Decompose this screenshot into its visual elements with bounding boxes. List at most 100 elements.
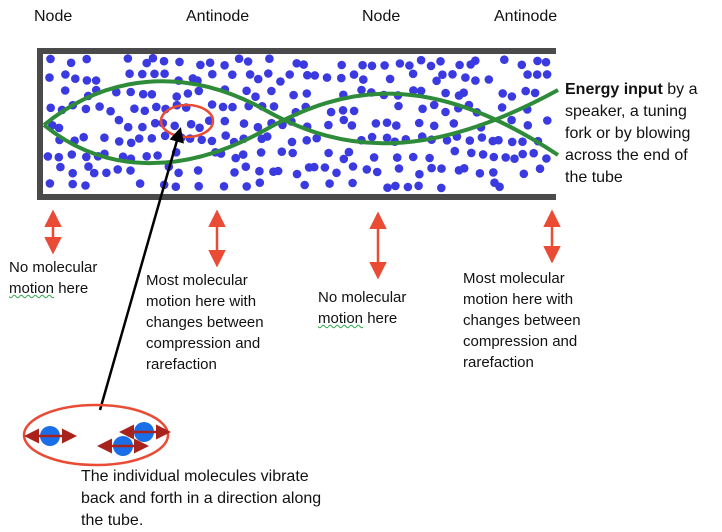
molecule-dot: [292, 59, 302, 68]
molecule-dot: [383, 183, 392, 192]
molecule-dot: [477, 133, 487, 142]
molecule-dot: [174, 168, 183, 178]
molecule-dot: [126, 166, 135, 175]
molecule-dot: [497, 103, 507, 112]
molecule-dot: [228, 70, 237, 79]
molecule-dot: [310, 71, 320, 80]
molecule-dot: [302, 136, 312, 145]
molecule-dot: [372, 167, 382, 177]
molecule-dot: [409, 86, 418, 95]
molecule-dot: [170, 121, 179, 131]
molecule-dot: [382, 133, 392, 143]
node-annotation-left-rest: here: [54, 280, 89, 297]
molecule-dot: [125, 69, 134, 78]
node-annotation-right: No molecular motion here: [318, 287, 406, 329]
molecule-dot: [414, 181, 423, 191]
molecule-dot: [432, 76, 441, 86]
molecule-dot: [349, 70, 359, 79]
molecule-dot: [325, 179, 334, 188]
molecule-dot: [519, 169, 529, 179]
molecule-dot: [465, 136, 475, 145]
caption-line3: the tube.: [81, 512, 144, 529]
molecule-dot: [521, 86, 530, 96]
molecule-dot: [507, 137, 517, 147]
molecule-dot: [114, 115, 124, 125]
molecule-dot: [219, 182, 229, 191]
molecule-dot: [228, 102, 237, 112]
molecule-dot: [309, 162, 319, 172]
molecule-dot: [67, 150, 77, 159]
molecule-dot: [46, 54, 55, 64]
molecule-dot: [429, 121, 439, 131]
molecule-dot: [45, 179, 55, 188]
molecule-dot: [437, 164, 446, 173]
antinode-left-line5: rarefaction: [146, 356, 217, 373]
molecule-dot: [194, 86, 204, 96]
node-annotation-left: No molecular motion here: [9, 257, 97, 299]
antinode-annotation-right: Most molecular motion here with changes …: [463, 268, 581, 373]
antinode-left-line1: Most molecular: [146, 272, 248, 289]
node-annotation-left-line1: No molecular: [9, 259, 98, 276]
molecule-dot: [357, 85, 366, 95]
molecule-dot: [68, 168, 77, 178]
molecule-dot: [267, 86, 276, 96]
molecule-dot: [79, 132, 88, 142]
molecule-dot: [195, 123, 204, 133]
molecule-dot: [471, 76, 480, 85]
node-label-left: Node: [34, 8, 73, 25]
molecule-dot: [220, 61, 229, 70]
molecule-dot: [130, 104, 139, 113]
molecule-dot: [147, 90, 157, 99]
molecule-dot: [449, 119, 459, 128]
molecule-dot: [253, 122, 263, 132]
molecule-dot: [253, 74, 263, 84]
molecule-dot: [66, 58, 76, 68]
molecule-dot: [147, 134, 157, 143]
molecule-dot: [510, 154, 519, 163]
molecule-dot: [349, 106, 359, 116]
molecule-dot: [385, 74, 395, 84]
molecule-dot: [150, 69, 159, 79]
antinode-right-line2: motion here with: [463, 291, 574, 308]
antinode-left-line3: changes between: [146, 314, 264, 331]
molecule-dot: [255, 178, 265, 187]
molecule-dot: [339, 115, 349, 125]
antinode-left-line2: motion here with: [146, 293, 257, 310]
molecule-dot: [532, 70, 542, 79]
molecule-dot: [380, 61, 389, 70]
molecule-dot: [394, 164, 404, 173]
molecule-dot: [414, 118, 424, 128]
node-annotation-right-line1: No molecular: [318, 289, 407, 306]
molecule-dot: [285, 70, 295, 79]
antinode-right-line5: rarefaction: [463, 354, 534, 371]
molecule-dot: [183, 89, 193, 98]
molecule-dot: [84, 162, 93, 171]
molecule-dot: [518, 149, 527, 159]
molecule-dot: [362, 165, 372, 174]
molecule-dot: [106, 106, 115, 116]
molecule-dot: [204, 116, 214, 125]
molecule-dot: [371, 119, 381, 128]
molecule-dot: [175, 57, 184, 67]
molecule-dot: [81, 104, 91, 114]
molecule-dot: [347, 121, 357, 130]
molecule-dot: [320, 163, 330, 172]
molecule-dot: [287, 137, 297, 147]
molecule-dot: [326, 107, 336, 117]
molecule-dot: [533, 56, 542, 66]
molecule-dot: [256, 148, 266, 157]
molecule-dot: [138, 69, 147, 79]
molecule-dot: [68, 179, 77, 189]
molecule-dot: [438, 70, 447, 79]
molecule-dot: [299, 60, 309, 69]
antinode-label-right: Antinode: [494, 8, 558, 25]
molecule-dot: [114, 137, 124, 146]
molecule-dot: [426, 61, 436, 71]
molecule-dot: [523, 70, 532, 79]
molecule-dot: [484, 75, 494, 84]
molecule-dot: [135, 179, 145, 188]
molecule-dot: [300, 180, 310, 190]
molecule-dot: [542, 154, 551, 163]
molecule-dot: [441, 107, 450, 117]
molecule-dot: [277, 147, 287, 156]
